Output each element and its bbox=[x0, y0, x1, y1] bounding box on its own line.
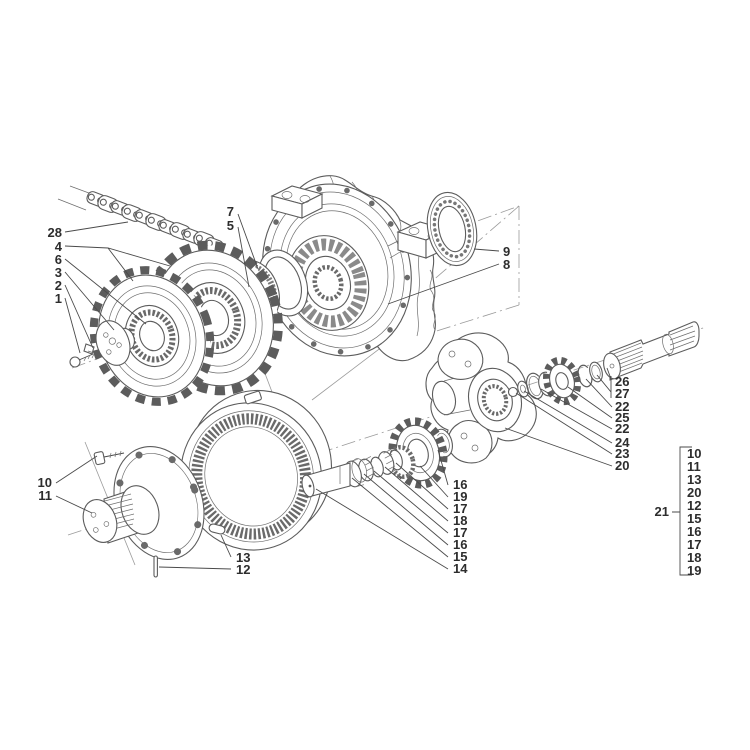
callout-18: 18 bbox=[453, 513, 467, 528]
seal-ring bbox=[426, 191, 478, 267]
callout-14: 14 bbox=[453, 561, 468, 576]
wheel-hub bbox=[82, 445, 226, 578]
chain-cut-mark bbox=[57, 198, 87, 211]
bracket-item: 10 bbox=[687, 446, 701, 461]
end-plate bbox=[95, 320, 135, 366]
callout-10: 10 bbox=[38, 475, 52, 490]
carrier-top-plate bbox=[437, 338, 484, 380]
shaft-end-face bbox=[603, 352, 621, 380]
hub-end-face bbox=[82, 499, 118, 543]
roller-chain bbox=[57, 185, 224, 253]
shaft-20-outline bbox=[609, 321, 700, 381]
callout-28: 28 bbox=[48, 225, 62, 240]
bracket-item: 17 bbox=[687, 537, 701, 552]
callout-1: 1 bbox=[55, 291, 62, 306]
callout-labels: 28 4 6 3 2 1 7 5 9 8 26 27 22 25 22 24 2… bbox=[38, 204, 669, 577]
callout-13: 13 bbox=[236, 550, 250, 565]
callout-17: 17 bbox=[453, 501, 467, 516]
callout-15: 15 bbox=[453, 549, 467, 564]
splined-shaft bbox=[603, 321, 700, 381]
bracket-item: 13 bbox=[687, 472, 701, 487]
bracket-item-list: 10 11 13 20 12 15 16 17 18 19 bbox=[687, 446, 701, 578]
callout-22: 22 bbox=[615, 399, 629, 414]
ring-gear bbox=[180, 389, 333, 551]
bolt-1 bbox=[69, 353, 95, 368]
leader-lines bbox=[55, 213, 692, 576]
seal-beads bbox=[432, 199, 472, 259]
callout-9: 9 bbox=[503, 244, 510, 259]
washer-24 bbox=[517, 380, 529, 398]
bracket-item: 18 bbox=[687, 550, 701, 565]
bracket-item: 16 bbox=[687, 524, 701, 539]
callout-16b: 16 bbox=[453, 537, 467, 552]
lock-tab bbox=[83, 343, 95, 355]
ball-23 bbox=[507, 386, 519, 398]
hub-spline-lines bbox=[100, 493, 135, 533]
ring-gear-tab bbox=[243, 390, 262, 405]
shaft-center-mark bbox=[308, 484, 312, 488]
callout-11: 11 bbox=[38, 488, 52, 503]
bracket-item: 20 bbox=[687, 485, 701, 500]
callout-5: 5 bbox=[227, 218, 234, 233]
pinion-shaft-group bbox=[301, 417, 453, 498]
bracket-item: 11 bbox=[687, 459, 701, 474]
bracket-item: 12 bbox=[687, 498, 701, 513]
ring-gear-teeth bbox=[191, 413, 312, 540]
sun-gear-25 bbox=[543, 356, 581, 406]
callout-22b: 22 bbox=[615, 421, 629, 436]
callout-21: 21 bbox=[655, 504, 669, 519]
mount-lug-left bbox=[270, 185, 324, 219]
callout-19: 19 bbox=[453, 489, 467, 504]
bearing-bore-spline bbox=[312, 264, 344, 302]
callout-7: 7 bbox=[227, 204, 234, 219]
callout-24: 24 bbox=[615, 435, 630, 450]
callout-20: 20 bbox=[615, 458, 629, 473]
pin-12 bbox=[153, 555, 158, 578]
bolt-10 bbox=[93, 450, 125, 466]
main-housing bbox=[262, 175, 450, 362]
callout-27: 27 bbox=[615, 386, 629, 401]
shaft-tip-spline-lines bbox=[669, 325, 696, 351]
callout-2: 2 bbox=[55, 278, 62, 293]
callout-12: 12 bbox=[236, 562, 250, 577]
bracket-item: 15 bbox=[687, 511, 701, 526]
callout-23: 23 bbox=[615, 446, 629, 461]
callout-4: 4 bbox=[55, 239, 63, 254]
hub-boss bbox=[120, 485, 160, 535]
callout-8: 8 bbox=[503, 257, 510, 272]
callout-3: 3 bbox=[55, 265, 62, 280]
bearing-rollers bbox=[289, 238, 367, 328]
callout-25: 25 bbox=[615, 410, 629, 425]
lower-centerline bbox=[67, 326, 707, 536]
bracket-item: 19 bbox=[687, 563, 701, 578]
carrier-bore-spline bbox=[481, 384, 509, 416]
sprocket-left bbox=[89, 266, 215, 406]
bracket-21 bbox=[672, 446, 692, 576]
callout-17b: 17 bbox=[453, 525, 467, 540]
housing-rib-lines bbox=[416, 249, 436, 337]
callout-26: 26 bbox=[615, 374, 629, 389]
callout-6: 6 bbox=[55, 252, 62, 267]
ring-27 bbox=[589, 361, 603, 383]
pin-13 bbox=[208, 523, 226, 535]
shaft-spline-lines bbox=[610, 342, 644, 376]
callout-16: 16 bbox=[453, 477, 467, 492]
